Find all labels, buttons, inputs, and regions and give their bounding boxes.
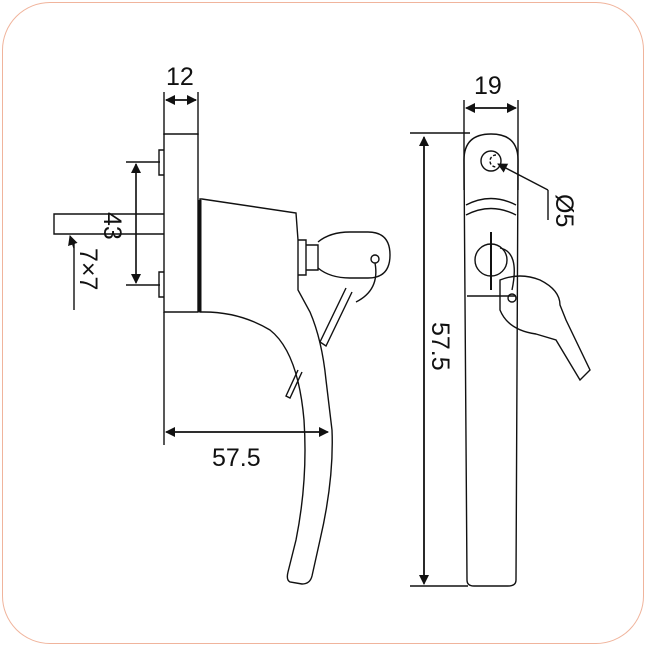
dim-base-depth: 12	[166, 63, 194, 91]
dim-front-width: 19	[474, 72, 502, 100]
dim-hole-diameter: Ø5	[550, 194, 578, 227]
dim-spindle-size: 7×7	[74, 248, 102, 290]
dim-front-height: 57.5	[426, 322, 454, 371]
side-view	[53, 92, 391, 585]
front-view	[410, 100, 591, 587]
dim-handle-projection: 57.5	[212, 444, 261, 472]
dim-screw-spacing: 43	[98, 212, 126, 240]
